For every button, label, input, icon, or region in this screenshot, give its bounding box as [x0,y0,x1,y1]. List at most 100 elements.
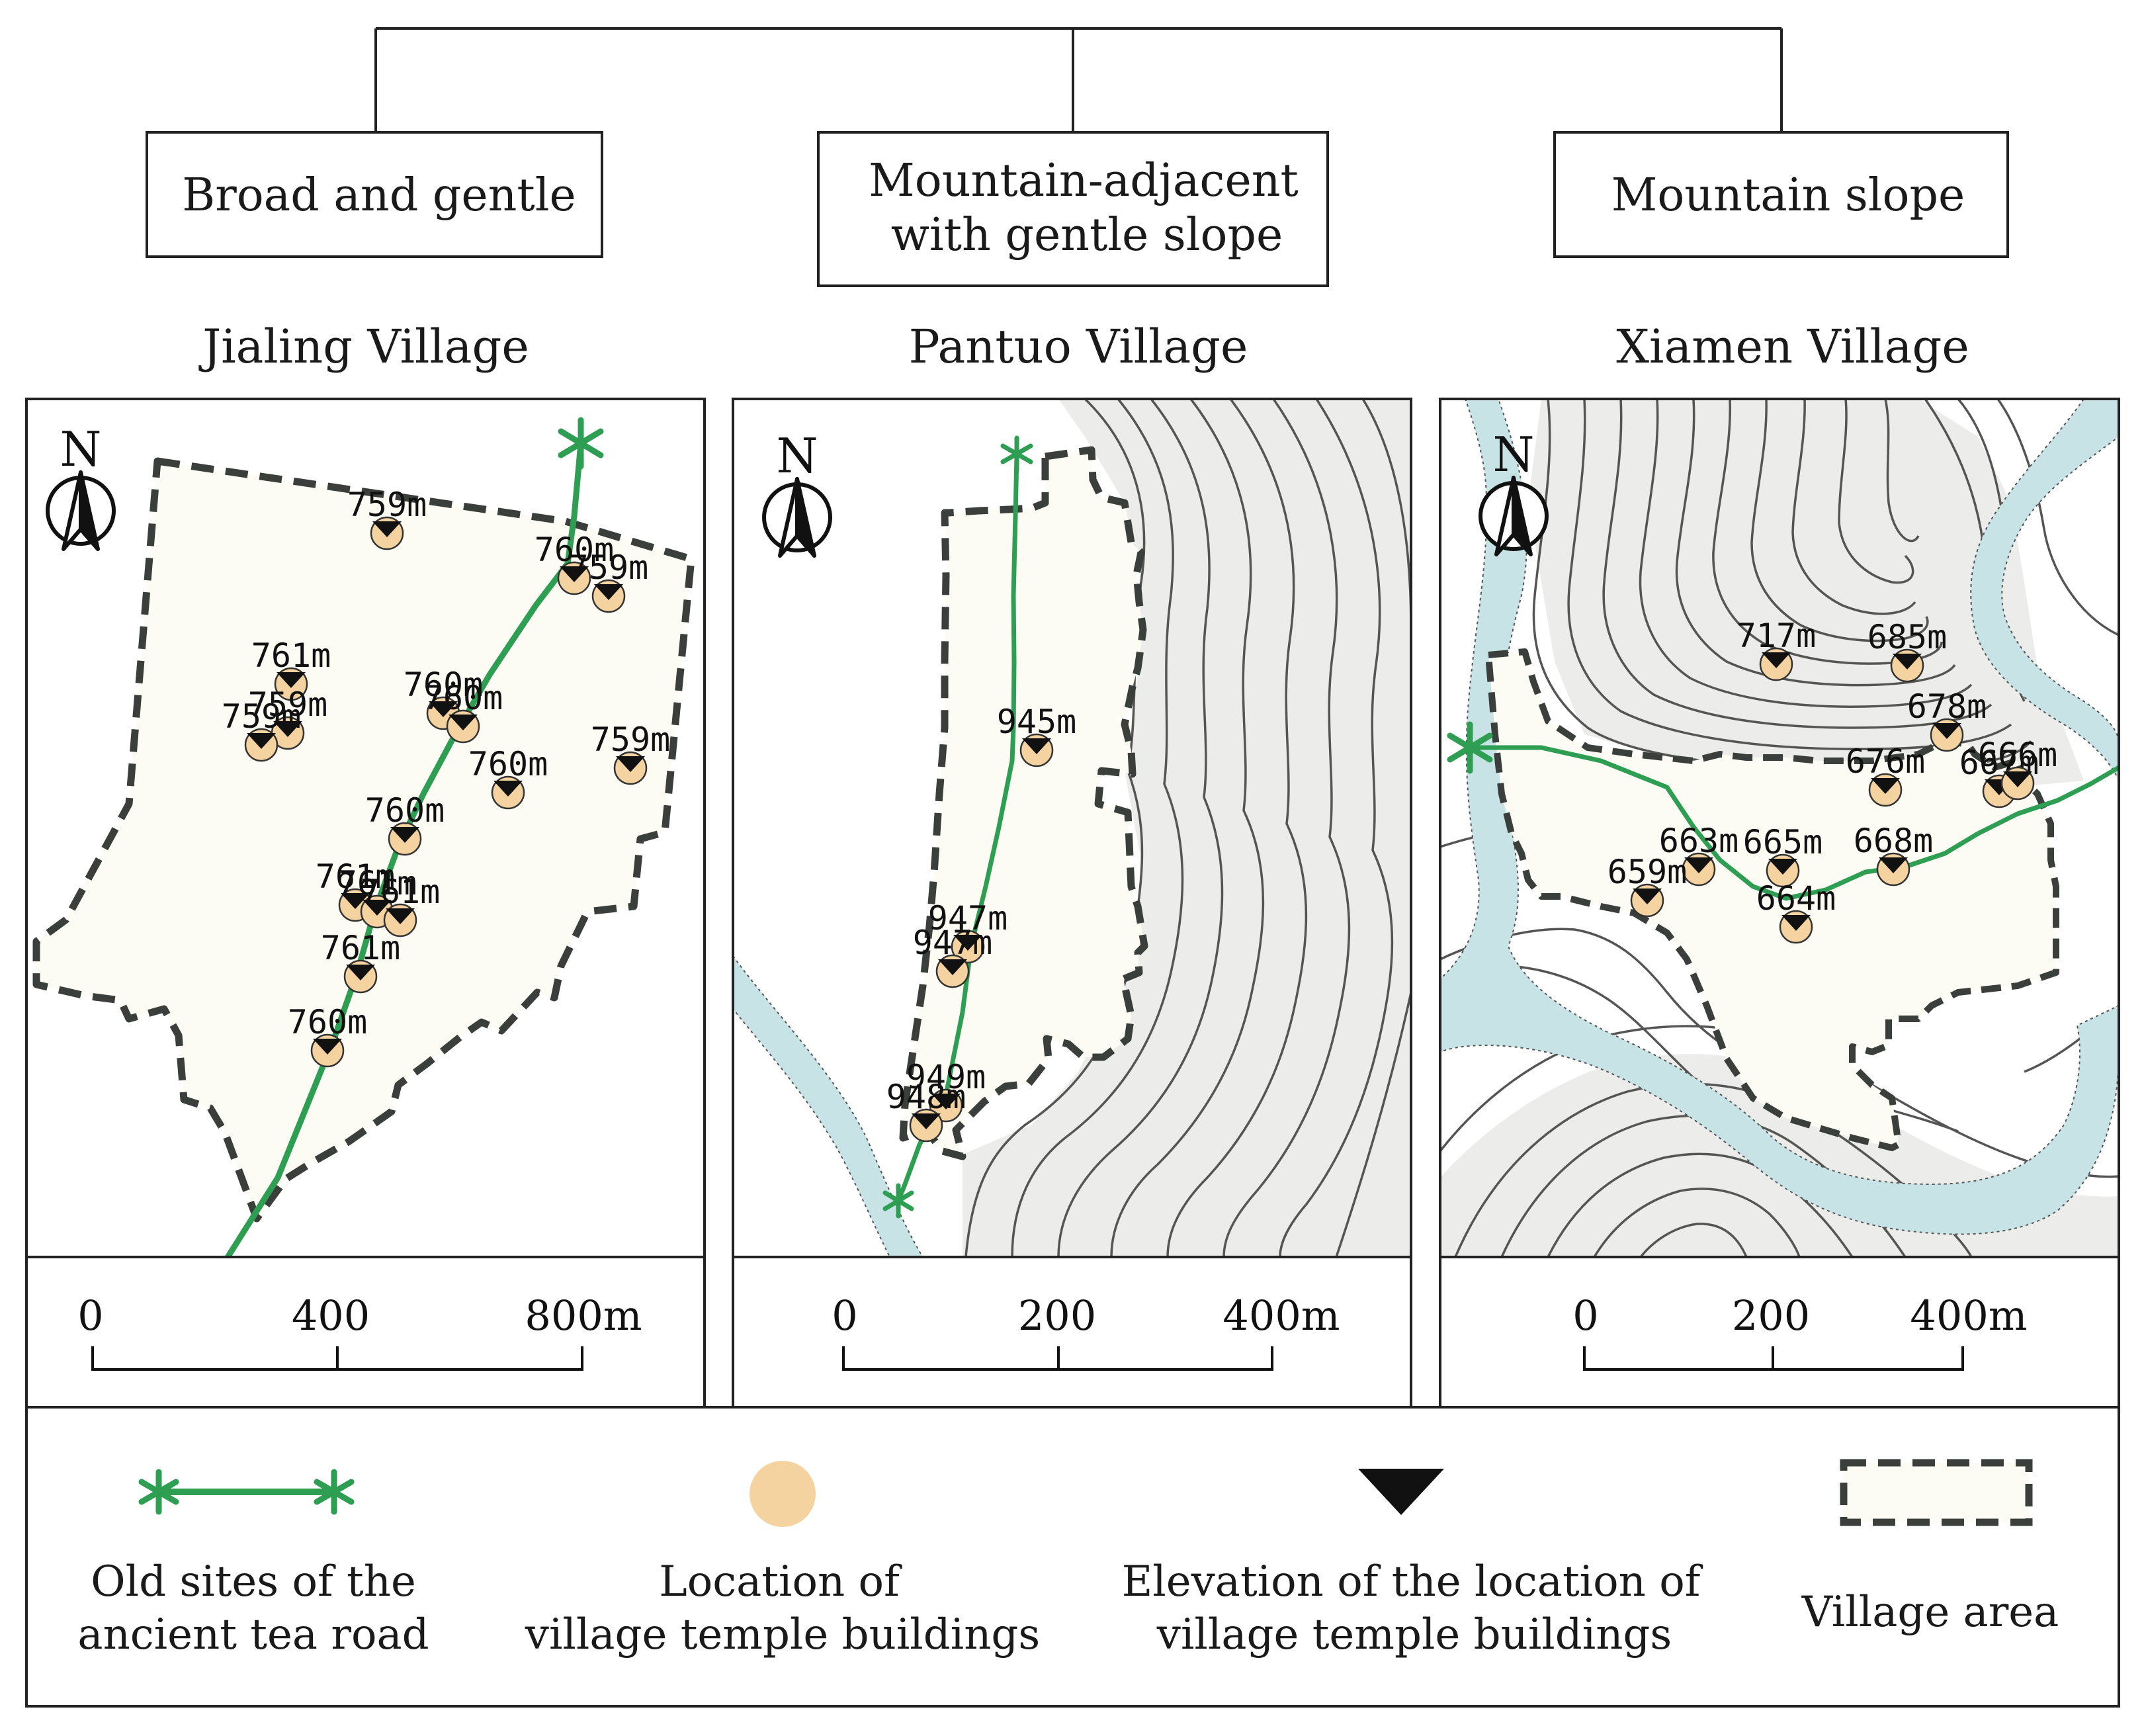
scale-label-mid: 400 [292,1291,370,1340]
mountain-hillside-north [1528,399,2084,787]
elevation-triangle [1022,738,1051,754]
elevation-triangle [429,701,458,717]
north-arrow-pantuo: N [762,428,832,558]
scale-label-0: 0 [77,1291,103,1340]
elevation-triangle [449,715,478,730]
legend-item-temple-location: Location of village temple buildings [525,1461,1040,1659]
elevation-triangle [912,1113,941,1129]
elevation-label: 947m [928,899,1008,937]
category-label-line2: with gentle slope [891,209,1283,261]
elevation-triangle [386,908,415,924]
elevation-triangle [1768,859,1797,875]
elevation-label: 947m [913,924,992,962]
elevation-triangle [1684,857,1713,873]
tea-road-old-site-asterisk [882,1183,914,1219]
tea-road-asterisk-icon [138,1469,355,1515]
elevation-triangle [931,1094,961,1109]
scale-bar-panel-jialing: 0 400 800m [25,1256,706,1409]
elevation-triangle [363,900,392,916]
temple-marker: 761m [321,929,400,994]
elevation-label: 949m [906,1058,986,1096]
temple-marker: 760m [423,679,503,744]
elevation-triangle [560,566,589,582]
elevation-label: 761m [321,929,400,967]
elevation-triangle [938,959,967,975]
tea-road-old-site-asterisk [1000,435,1033,472]
category-label: Mountain slope [1611,169,1965,222]
tea-road-old-site-asterisk [558,417,604,470]
temple-marker: 717m [1737,617,1816,681]
north-label: N [777,428,818,484]
temple-marker: 668m [1854,822,1933,887]
map-title-xiamen: Xiamen Village [1616,320,1969,374]
village-area-swatch [1840,1459,2033,1526]
legend-frame [25,1406,2120,1708]
scale-bar [1583,1346,1964,1371]
elevation-triangle [953,935,982,951]
category-label-line1: Mountain-adjacent [869,155,1299,207]
elevation-triangle [341,893,370,909]
elevation-label: 759m [569,548,648,587]
north-arrow-jialing: N [46,421,116,551]
village-area-boundary [1485,648,2059,1151]
elevation-label: 665m [1743,823,1822,861]
legend-item-tea-road: Old sites of the ancient tea road [77,1469,429,1659]
temple-marker: 761m [251,636,331,701]
scale-label-end: 800m [525,1291,642,1340]
elevation-label: 760m [365,791,445,830]
scale-bar [842,1346,1273,1371]
elevation-label: 760m [404,666,483,704]
elevation-triangle-icon [1358,1469,1444,1515]
scale-label-end: 400m [1222,1291,1340,1340]
temple-marker: 664m [1756,879,1836,944]
scale-label-0: 0 [1572,1291,1598,1340]
temple-marker: 759m [569,548,648,613]
elevation-triangle [594,584,623,600]
elevation-triangle [247,733,276,749]
legend-label: Village area [1801,1588,2059,1637]
legend-label-line2: village temple buildings [1156,1610,1672,1659]
temple-marker: 760m [535,531,614,595]
elevation-label: 948m [886,1078,966,1116]
elevation-triangle [273,721,302,737]
temple-marker: 665m [1743,823,1822,888]
elevation-triangle [1633,889,1662,904]
temple-circle-icon [750,1461,816,1527]
temple-marker: 947m [928,899,1008,964]
temple-marker: 759m [222,697,301,762]
scale-label-mid: 200 [1018,1291,1096,1340]
temple-marker: 663m [1659,822,1738,887]
temple-marker: 949m [906,1058,986,1123]
map-title-pantuo: Pantuo Village [909,320,1248,374]
legend-label-line2: village temple buildings [525,1610,1040,1659]
temple-marker: 761m [361,873,440,937]
scale-bar-panel-pantuo: 0 200 400m [732,1256,1412,1409]
village-area-boundary [32,457,695,1223]
category-box-mountain-adjacent: Mountain-adjacent with gentle slope [817,131,1329,287]
tea-road-old-site-asterisk [1447,721,1493,774]
category-box-broad: Broad and gentle [146,131,603,258]
legend-item-temple-elevation: Elevation of the location of village tem… [1122,1469,1703,1659]
elevation-label: 678m [1907,687,1987,726]
elevation-triangle [313,1039,342,1055]
elevation-triangle [616,756,645,772]
elevation-label: 664m [1756,879,1836,918]
legend-label-line2: ancient tea road [77,1610,429,1659]
elevation-label: 761m [361,873,440,911]
elevation-triangle [1893,654,1922,670]
temple-marker: 678m [1907,687,1987,752]
elevation-triangle [1932,723,1961,739]
elevation-label: 759m [248,685,327,724]
map-panel-jialing: 759m760m759m761m759m759m760m760m760m759m… [25,398,706,1258]
elevation-triangle [277,672,306,688]
scale-label-end: 400m [1910,1291,2027,1340]
temple-marker: 685m [1867,618,1947,683]
scale-bar-panel-xiamen: 0 200 400m [1439,1256,2120,1409]
legend-label-line1: Location of [659,1557,902,1606]
elevation-label: 945m [997,703,1076,741]
temple-marker: 659m [1608,853,1687,918]
